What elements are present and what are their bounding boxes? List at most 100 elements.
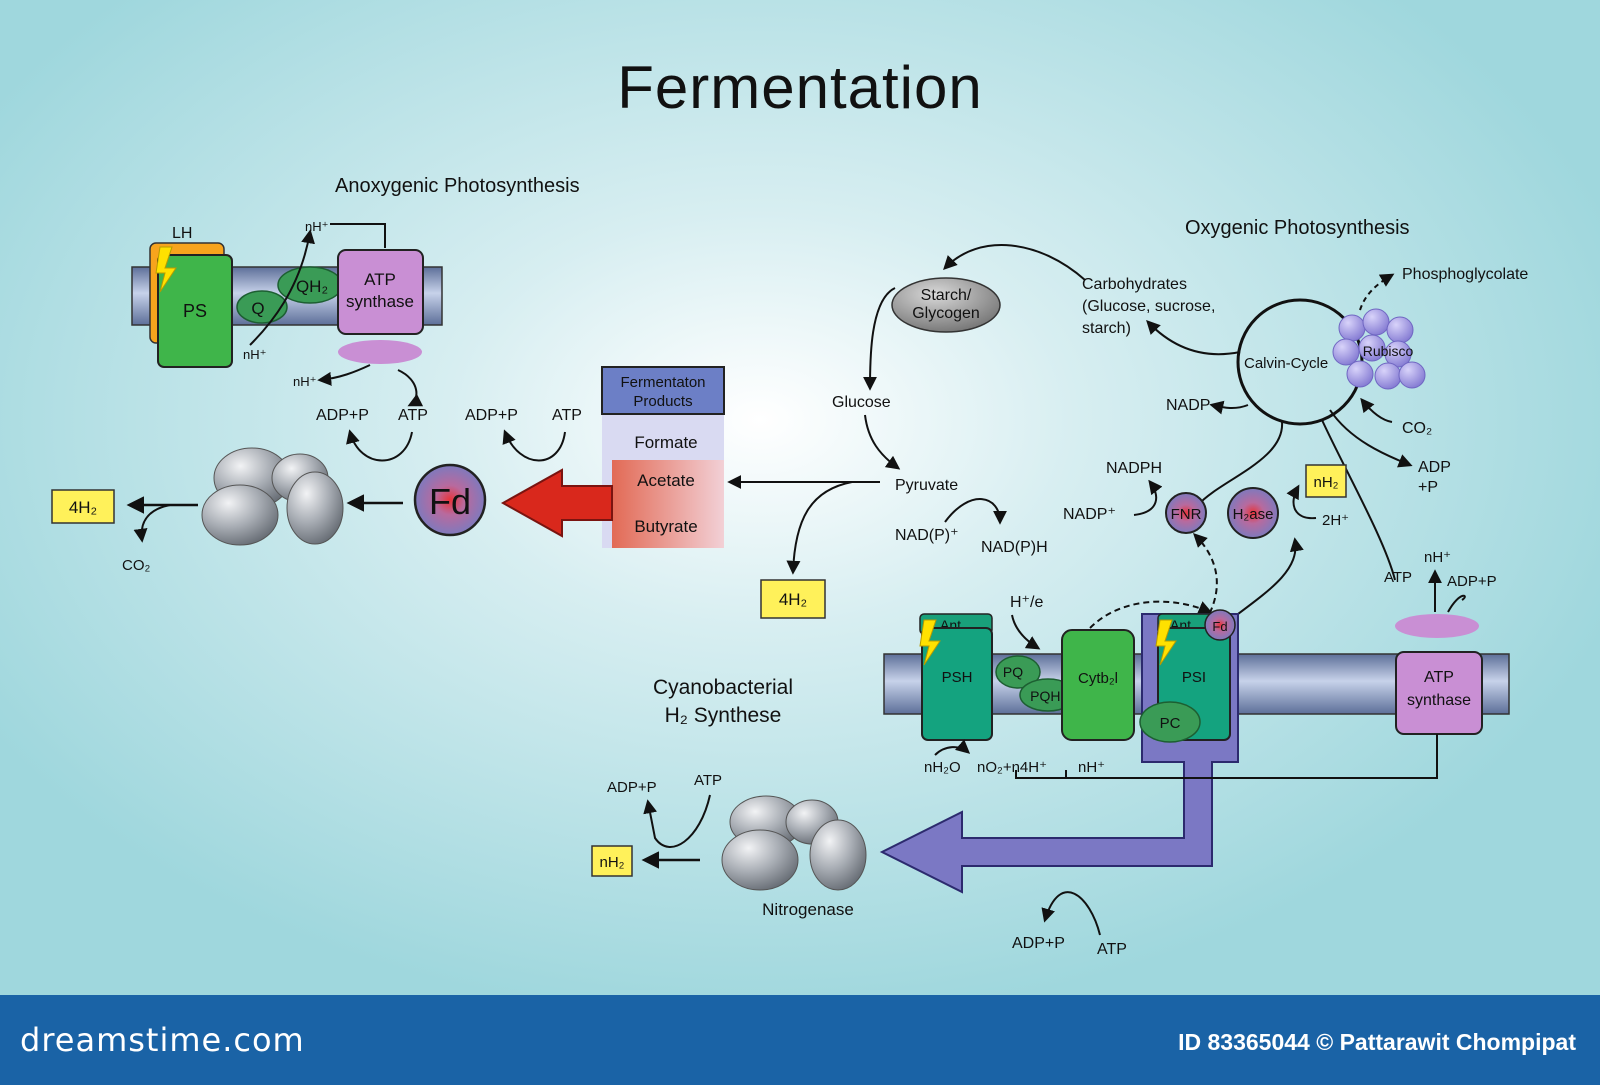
fd-to-fnr-dashed [1193,533,1218,623]
atp-synthase-left [337,249,424,335]
atp-form-arrow [1447,594,1466,613]
pc-protein [1139,701,1201,743]
nitrogenase-label: Nitrogenase [762,900,854,919]
cyt-to-fd-dashed [1089,600,1213,629]
atp-cycle-arrow-1 [397,369,424,407]
calvin-to-carb-arrow [1146,319,1241,356]
products-header [601,366,725,415]
nh-bottom: nH⁺ [293,374,316,389]
fnr-label: FNR [1171,506,1202,523]
oxygenic-photosynthesis: Oxygenic Photosynthesis Carbohydrates (G… [879,217,1528,894]
calvin-to-atp-link [1321,419,1396,581]
atp-right: ATP [1384,569,1412,586]
proton-circuit [1015,734,1438,779]
ps-label: PS [183,301,207,321]
pyruvate-to-h2-arrow [786,481,853,575]
atp-synthase-right-head [1395,614,1479,638]
nadp-label: NADP [1166,397,1210,414]
nadph-central: NAD(P)H [981,539,1048,556]
atp-2: ATP [552,407,582,424]
carb-to-starch-arrow [943,244,1086,281]
adp-p-right: ADP+P [1447,573,1497,590]
atp-synthase-right [1395,651,1483,735]
footer-brand[interactable]: dreamstime.com [20,1021,305,1059]
adp-p-2: ADP+P [465,407,518,424]
products-gradient [612,460,724,548]
plus-p-right: +P [1418,479,1438,496]
adp-right: ADP [1418,459,1451,476]
oxygenic-title: Oxygenic Photosynthesis [1185,217,1410,239]
carb-line2: (Glucose, sucrose, [1082,298,1215,315]
rubisco-label: Rubisco [1363,343,1414,359]
starch-to-glucose-arrow [863,287,896,391]
atp-synthase-right-line1: ATP [1424,669,1454,686]
proton-path-ps [249,229,315,346]
adp-atp-curve-2 [502,429,566,462]
adp-p-nitro: ADP+P [607,779,657,796]
lightning-icon-psi [1155,619,1177,666]
qh2-label: QH₂ [296,277,328,296]
calvin-label: Calvin-Cycle [1244,355,1328,372]
q-label: Q [251,299,264,318]
anoxygenic-photosynthesis: Anoxygenic Photosynthesis LH PS Q QH₂ AT… [51,175,582,574]
h2-box-left [51,489,115,524]
cytb-complex [1061,629,1135,741]
cytb-label: Cytb₂l [1078,670,1118,687]
fermentation-diagram: Fermentation Anoxygenic Photosynthesis L… [51,54,1528,958]
red-flow-arrow [500,468,613,538]
pq-label: PQ [1003,664,1023,680]
lightning-icon [155,246,177,293]
anoxygenic-title: Anoxygenic Photosynthesis [335,175,580,197]
atp-synthase-right-line2: synthase [1407,692,1471,709]
nadph-right: NADPH [1106,460,1162,477]
cyanobacterial-h2-synthesis: Cyanobacterial H₂ Synthese Nitrogenase n… [591,676,1127,958]
carb-line3: starch) [1082,320,1131,337]
h2ase-to-h2-arrow [1286,484,1317,520]
lightning-icon-psh [919,619,941,666]
adp-p-bottom: ADP+P [1012,935,1065,952]
proton-out-arrow [317,364,371,386]
lh-label: LH [172,225,192,242]
pc-label: PC [1160,715,1181,732]
he-label: H⁺/e [1010,594,1043,611]
nitro-atp-curve [643,794,711,848]
atp-nitro: ATP [694,772,722,789]
h2-box-right-label: nH₂ [1314,474,1339,491]
glucose-to-pyruvate-arrow [864,414,901,470]
h2-box-left-label: 4H₂ [69,498,97,517]
water-label: nH₂O [924,759,961,776]
starch-glycogen [891,277,1001,333]
psi-label: PSI [1182,669,1206,686]
starch-line1: Starch/ [921,287,972,304]
cyano-title-line1: Cyanobacterial [653,676,793,699]
product-formate: Formate [634,433,697,452]
products-header-line1: Fermentaton [620,374,705,391]
calvin-to-fnr-link [1197,421,1284,506]
nadp-plus-right: NADP⁺ [1063,506,1116,523]
atp-synthase-left-head [338,340,422,364]
nh-top: nH⁺ [305,219,328,234]
h2-box-right [1305,464,1347,498]
bottom-atp-curve [1041,891,1101,936]
cyano-title-line2: H₂ Synthese [665,704,782,727]
fd-to-h2ase-arrow [1229,537,1304,621]
adp-out-arrow [1329,409,1413,468]
psh-label: PSH [942,669,973,686]
o2-label: nO₂+n4H⁺ [977,759,1047,776]
phosphoglycolate-arrow [1359,273,1395,311]
atp-bottom: ATP [1097,941,1127,958]
page-title: Fermentation [617,54,983,121]
adp-p-1: ADP+P [316,407,369,424]
fnr-enzyme [1165,492,1207,534]
fd-right-label: Fd [1212,619,1227,634]
nadp-arrow [1209,400,1249,415]
atp-synthase-left-line1: ATP [364,270,396,289]
water-split-arrow [934,739,971,756]
atp-1: ATP [398,407,428,424]
nh-bottom-right: nH⁺ [1078,759,1105,776]
h2-box-center [760,579,826,619]
starch-line2: Glycogen [912,305,980,322]
nh-plus-right: nH⁺ [1424,549,1451,566]
nadp-reduce-arrow [1133,479,1163,516]
rubisco-cluster [1332,308,1426,390]
